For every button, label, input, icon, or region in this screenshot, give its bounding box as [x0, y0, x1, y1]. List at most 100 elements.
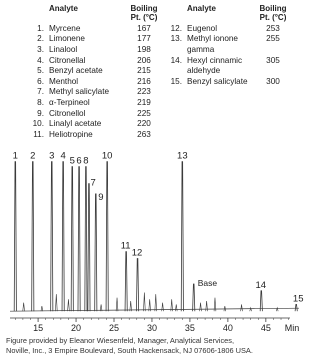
analyte-name: Benzyl acetate — [49, 66, 129, 77]
header-bp-line1: Boiling — [130, 4, 158, 13]
analyte-name-line: gamma — [187, 45, 215, 54]
analyte-name: Citronellal — [49, 56, 129, 67]
peak-label: 12 — [132, 248, 143, 259]
analyte-number: 13. — [170, 34, 182, 44]
analyte-name: Limonene — [49, 34, 129, 45]
analyte-name-line: Linalool — [49, 45, 78, 54]
minor-peak — [143, 292, 146, 312]
boiling-point-value: 223 — [137, 87, 151, 97]
header-analyte: Analyte — [187, 4, 216, 13]
analyte-name-line: aldehyde — [187, 66, 221, 76]
analyte-number: 10. — [32, 119, 44, 129]
credit-line-2: Noville, Inc., 3 Empire Boulevard, South… — [6, 345, 253, 355]
table-row: 2. Limonene 177 — [6, 34, 159, 45]
peak-6 — [77, 166, 81, 312]
table-row: 5. Benzyl acetate 215 — [6, 66, 159, 77]
boiling-point-value: 253 — [266, 23, 280, 33]
minor-peak — [55, 294, 58, 312]
analyte-number: 8. — [37, 97, 44, 107]
peak-label: 6 — [76, 156, 81, 167]
minor-peak — [223, 306, 227, 312]
peak-3 — [50, 161, 54, 312]
boiling-point-value: 225 — [137, 108, 151, 118]
x-tick-label: 25 — [109, 323, 119, 333]
boiling-point-value: 177 — [137, 34, 151, 44]
analyte-number: 5. — [37, 66, 44, 76]
peak-label: Base — [198, 278, 218, 288]
minor-peak — [99, 304, 103, 312]
x-tick-label: 35 — [185, 323, 195, 333]
analyte-number: 2. — [37, 34, 44, 44]
analyte-number: 7. — [37, 87, 44, 97]
x-tick-label: 40 — [223, 323, 233, 333]
peak-label: 1 — [13, 151, 18, 162]
analyte-name: Methyl salicylate — [49, 87, 129, 98]
peak-15 — [294, 304, 298, 312]
peak-label: 11 — [121, 241, 131, 252]
minor-peak — [148, 299, 151, 312]
analyte-number: 15. — [170, 76, 182, 86]
header-bp-line1: Boiling — [259, 4, 287, 13]
header-boiling-point: Boiling Pt. (°C) — [257, 4, 289, 24]
minor-peak — [154, 294, 157, 312]
peak-8 — [84, 166, 88, 312]
peak-label: 14 — [255, 280, 266, 291]
minor-peak — [67, 299, 70, 312]
analyte-name: Linalool — [49, 45, 129, 56]
peak-5 — [70, 166, 74, 312]
header-boiling-point: Boiling Pt. (°C) — [129, 4, 159, 24]
minor-peak — [240, 304, 243, 312]
peak-label: 4 — [60, 151, 65, 162]
analyte-name: Heliotropine — [49, 130, 129, 141]
minor-peak — [22, 302, 25, 312]
analyte-name: Benzyl salicylate — [187, 77, 257, 88]
x-tick-label: 45 — [261, 323, 271, 333]
peak-7 — [87, 183, 91, 312]
x-tick-label: 20 — [71, 323, 81, 333]
peak-14 — [259, 290, 263, 312]
analyte-number: 11. — [33, 129, 44, 139]
peak-base — [192, 283, 196, 312]
peak-2 — [31, 161, 35, 312]
table-row: 15. Benzyl salicylate 300 — [162, 77, 289, 88]
minor-peak — [161, 302, 164, 312]
analyte-number: 3. — [37, 45, 44, 54]
chromatogram-baseline — [9, 307, 300, 312]
analyte-name-line: Benzyl acetate — [49, 66, 103, 76]
analyte-number: 6. — [37, 76, 44, 86]
x-axis-label: Min — [285, 323, 300, 333]
peak-13 — [180, 161, 184, 312]
boiling-point-value: 215 — [137, 66, 151, 76]
analyte-name-line: Hexyl cinnamic — [187, 55, 243, 65]
analyte-name-line: Limonene — [49, 34, 85, 44]
boiling-point-value: 255 — [266, 34, 280, 44]
analyte-name: Linalyl acetate — [49, 119, 129, 130]
peak-label: 5 — [70, 156, 75, 167]
boiling-point-value: 216 — [137, 76, 151, 86]
credit-line-1: Figure provided by Eleanor Wiesenfeld, M… — [6, 336, 234, 345]
minor-peak — [115, 297, 119, 312]
table-row: 7. Methyl salicylate 223 — [6, 87, 159, 98]
peak-1 — [13, 161, 17, 312]
boiling-point-value: 300 — [266, 76, 280, 86]
analyte-name-line: Citronellol — [49, 108, 86, 118]
boiling-point-value: 305 — [266, 55, 280, 65]
analyte-number: 14. — [170, 55, 182, 65]
minor-peak — [199, 302, 202, 312]
peak-label: 2 — [30, 151, 35, 162]
minor-peak — [249, 306, 252, 312]
analyte-name-line: Methyl ionone — [187, 34, 238, 44]
header-bp-line2: Pt. (°C) — [130, 13, 158, 23]
analyte-number: 1. — [37, 23, 44, 33]
analyte-name-line: Eugenol — [187, 23, 218, 33]
